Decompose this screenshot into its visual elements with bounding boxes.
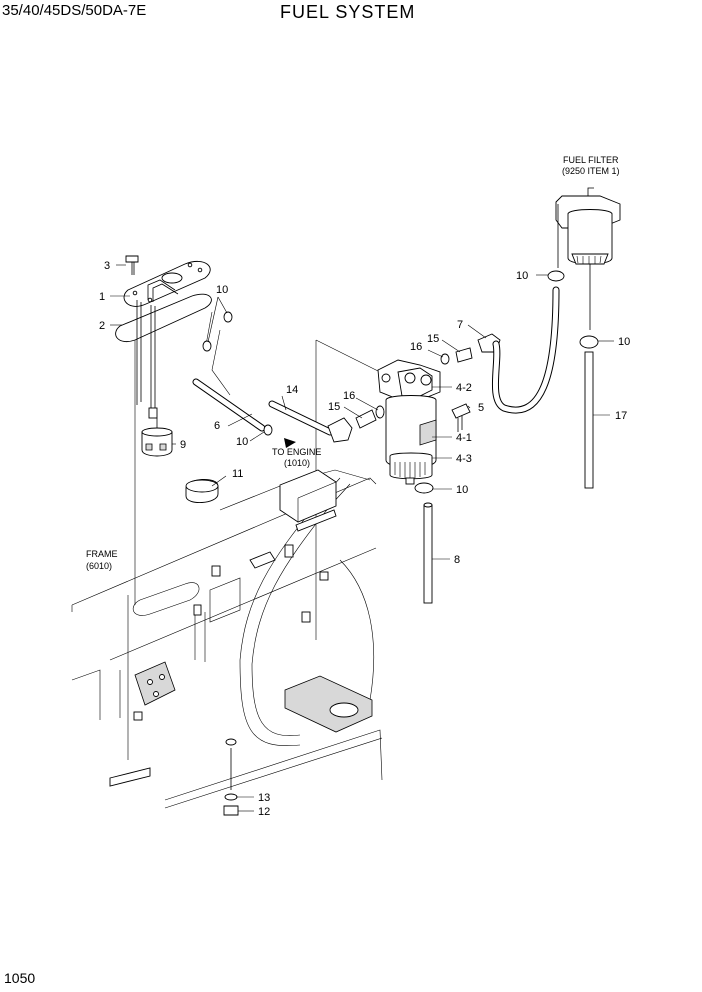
note-frame-2: (6010)	[86, 561, 112, 571]
callout-10-top-left: 10	[216, 284, 228, 296]
callout-9: 9	[180, 439, 186, 451]
callout-17: 17	[615, 410, 627, 422]
callout-11: 11	[232, 468, 243, 480]
callout-7: 7	[457, 319, 463, 331]
callout-15-right: 15	[427, 333, 439, 345]
callout-5: 5	[478, 402, 484, 414]
callout-8: 8	[454, 554, 460, 566]
callout-10-top-right: 10	[516, 270, 528, 282]
callout-16-left: 16	[343, 390, 355, 402]
leader-lines	[110, 264, 614, 812]
fuel-filter-9250	[555, 187, 621, 489]
water-separator-4	[377, 359, 441, 485]
bolt-5	[451, 403, 471, 432]
callout-1: 1	[99, 291, 105, 303]
fuel-sender-assembly	[115, 255, 212, 605]
note-to-engine-1: TO ENGINE	[272, 447, 321, 457]
fittings-7-15-16-right	[440, 333, 501, 365]
callout-12: 12	[258, 806, 270, 818]
callout-14: 14	[286, 384, 298, 396]
note-fuel-filter-1: FUEL FILTER	[563, 155, 619, 165]
callout-6: 6	[214, 420, 220, 432]
callout-10-left: 10	[236, 436, 248, 448]
callout-16-right: 16	[410, 341, 422, 353]
cap-11	[185, 479, 219, 503]
callout-15-left: 15	[328, 401, 340, 413]
callout-4-2: 4-2	[456, 382, 472, 394]
hoses-6-14	[192, 311, 353, 448]
model-code: 35/40/45DS/50DA-7E	[2, 2, 147, 19]
note-fuel-filter-2: (9250 ITEM 1)	[562, 166, 620, 176]
callout-4-3: 4-3	[456, 453, 472, 465]
frame-outline	[71, 339, 383, 809]
callout-10-right: 10	[618, 336, 630, 348]
callout-4-1: 4-1	[456, 432, 472, 444]
callout-2: 2	[99, 320, 105, 332]
callout-3: 3	[104, 260, 110, 272]
callout-10-mid: 10	[456, 484, 468, 496]
hose-8	[414, 482, 434, 604]
strainer-9	[141, 418, 173, 457]
page-title: FUEL SYSTEM	[280, 2, 416, 22]
page-number: 1050	[4, 970, 36, 986]
fittings-15-16-left	[355, 405, 385, 429]
callout-13: 13	[258, 792, 270, 804]
note-frame-1: FRAME	[86, 549, 118, 559]
loop-hose	[491, 270, 565, 414]
note-to-engine-2: (1010)	[284, 458, 310, 468]
